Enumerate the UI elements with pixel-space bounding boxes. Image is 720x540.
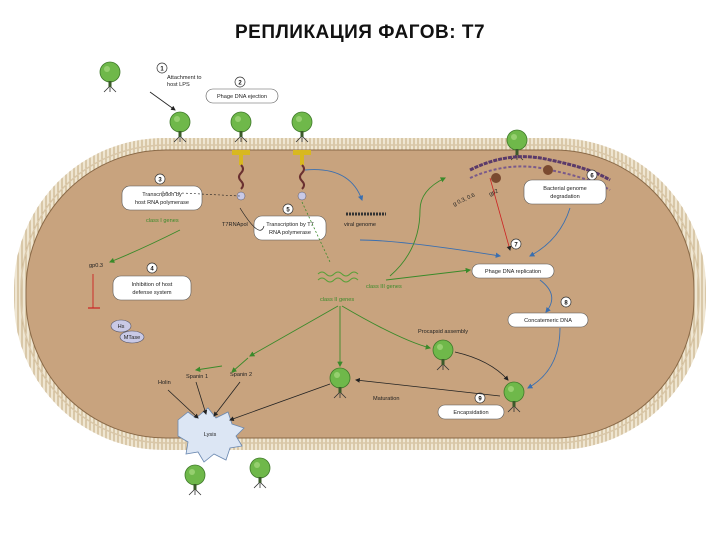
svg-text:Concatemeric DNA: Concatemeric DNA (524, 318, 572, 324)
concatemeric-box: Concatemeric DNA (507, 312, 589, 328)
step-marker: 1 (156, 62, 168, 74)
phage-icon (230, 111, 252, 143)
step-marker: 9 (474, 392, 486, 404)
lysis-burst-icon: Lysis (177, 407, 245, 463)
svg-text:defense system: defense system (132, 290, 172, 296)
lps-receptor-icon (293, 150, 311, 165)
phage-icon (291, 111, 313, 143)
lps-receptor-icon (232, 150, 250, 165)
svg-text:9: 9 (478, 397, 482, 403)
attachment-label: Attachment to host LPS (167, 75, 202, 88)
svg-text:Inhibition of host: Inhibition of host (132, 282, 173, 288)
svg-text:5: 5 (286, 208, 290, 214)
inner-membrane (20, 144, 700, 444)
svg-text:host RNA polymerase: host RNA polymerase (135, 200, 189, 206)
step-marker: 7 (510, 238, 522, 250)
svg-text:Attachment to: Attachment to (167, 75, 202, 81)
svg-text:1: 1 (160, 67, 164, 73)
inhibition-box: Inhibition of host defense system (112, 275, 192, 301)
class2-genes-label: class II genes (320, 297, 354, 303)
class2-mrna-icon (317, 277, 359, 283)
mtase-node: Hs MTase (110, 319, 145, 344)
svg-text:4: 4 (150, 267, 154, 273)
class3-genes-label: class III genes (366, 284, 402, 290)
phage-icon (184, 464, 206, 496)
step-marker: 2 (234, 76, 246, 88)
svg-text:Bacterial genome: Bacterial genome (543, 186, 587, 192)
step-marker: 8 (560, 296, 572, 308)
svg-text:degradation: degradation (550, 194, 580, 200)
procapsid-label: Procapsid assembly (418, 329, 468, 335)
svg-text:7: 7 (514, 243, 518, 249)
svg-text:Lysis: Lysis (204, 432, 217, 438)
degradation-box: Bacterial genome degradation (523, 179, 607, 205)
phage-icon (99, 61, 121, 93)
ejection-box: Phage DNA ejection (205, 88, 279, 104)
maturation-label: Maturation (373, 396, 399, 402)
encapsidation-box: Encapsidation (437, 404, 505, 420)
injected-dna-icon (238, 164, 244, 190)
svg-text:Transcription by: Transcription by (142, 192, 182, 198)
svg-text:Phage DNA ejection: Phage DNA ejection (217, 94, 267, 100)
step-marker: 5 (282, 203, 294, 215)
svg-text:host LPS: host LPS (167, 82, 190, 88)
svg-text:2: 2 (238, 81, 242, 87)
transcription-t7-box: Transcription by T7 RNA polymerase (253, 215, 327, 241)
svg-text:6: 6 (590, 174, 594, 180)
holin-label: Holin (158, 380, 171, 386)
svg-text:Transcription by T7: Transcription by T7 (266, 222, 314, 228)
spanin1-label: Spanin 1 (186, 374, 208, 380)
class2-mrna-icon (317, 271, 359, 277)
svg-text:3: 3 (158, 178, 162, 184)
svg-text:MTase: MTase (124, 335, 140, 341)
transcription-host-box: Transcription by host RNA polymerase (121, 185, 203, 211)
step-marker: 6 (586, 169, 598, 181)
viral-genome-label: viral genome (344, 222, 376, 228)
step-marker: 4 (146, 262, 158, 274)
phage-icon (249, 457, 271, 489)
cell-cytoplasm (25, 149, 695, 439)
replication-box: Phage DNA replication (471, 263, 555, 279)
spanin2-label: Spanin 2 (230, 372, 252, 378)
svg-text:8: 8 (564, 301, 568, 307)
svg-text:Encapsidation: Encapsidation (453, 410, 488, 416)
class1-genes-label: class I genes (146, 218, 179, 224)
svg-text:Hs: Hs (118, 324, 125, 330)
phage-icon (169, 111, 191, 143)
page-title: РЕПЛИКАЦИЯ ФАГОВ: T7 (234, 22, 486, 43)
injected-dna-icon (299, 164, 305, 190)
step-marker: 3 (154, 173, 166, 185)
svg-text:RNA polymerase: RNA polymerase (269, 230, 311, 236)
gp03-label: gp0.3 (89, 263, 103, 269)
svg-text:Phage DNA replication: Phage DNA replication (485, 269, 541, 275)
t7rnapol-label: T7RNApol (222, 222, 248, 228)
